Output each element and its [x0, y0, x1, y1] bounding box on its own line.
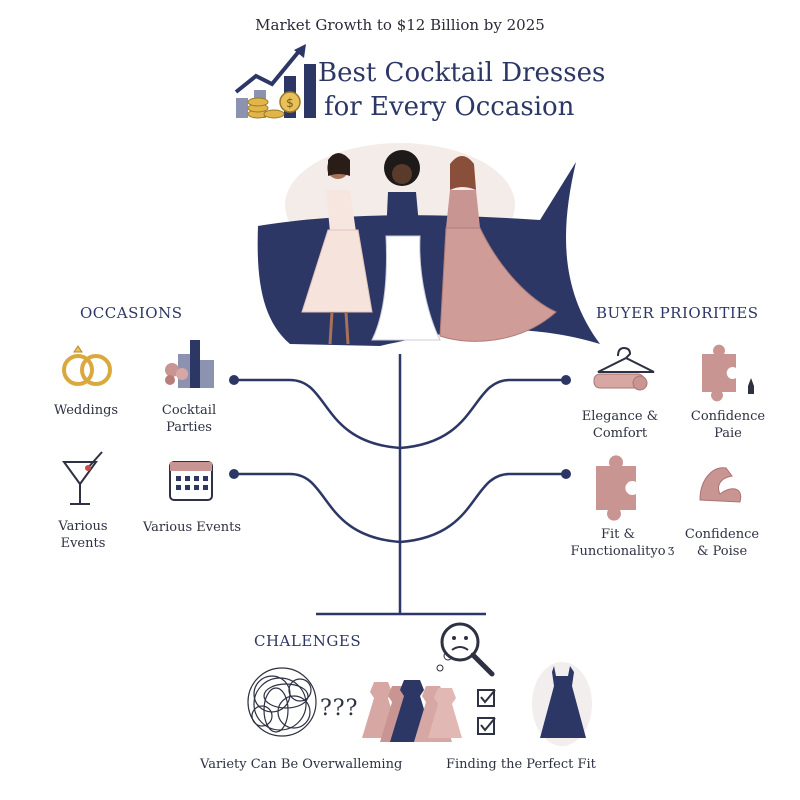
model-figure-left — [301, 153, 373, 345]
connector-dot — [229, 469, 239, 479]
challenges-heading: CHALENGES — [254, 632, 362, 650]
rings-icon — [62, 345, 112, 386]
occasion-label-various-events: Various Events — [40, 518, 126, 552]
priority-label-elegance-comfort: Elegance & Comfort — [578, 408, 662, 442]
label-line: Functionalityo — [570, 544, 666, 559]
label-line: Confidence — [690, 409, 766, 424]
martini-icon — [62, 451, 103, 505]
hero-illustration — [257, 143, 600, 346]
label-line: Fit & — [600, 527, 636, 542]
priority-label-confidence-poise: Confidence & Poise — [680, 526, 764, 560]
occasion-label-weddings: Weddings — [53, 403, 119, 418]
question-marks: ??? — [320, 696, 359, 721]
challenge-label-variety: Variety Can Be Overwalleming — [200, 757, 403, 772]
hanger-tape-icon — [593, 346, 655, 391]
connector-dot — [561, 469, 571, 479]
priority-label-fit-functionality: Fit & Functionalityo — [568, 526, 668, 560]
occasion-label-cocktail-parties: Cocktail Parties — [144, 402, 234, 436]
priority-label-confidence-paie: Confidence Paie — [686, 408, 770, 442]
label-line: Comfort — [592, 426, 648, 441]
subtitle: Market Growth to $12 Billion by 2025 — [255, 16, 545, 34]
title-line-1: Best Cocktail Dresses — [318, 58, 606, 88]
tangle-icon — [247, 667, 317, 737]
puzzle-icon — [596, 455, 636, 521]
label-line: Confidence — [684, 527, 760, 542]
magnifier-sad-icon — [440, 622, 495, 677]
calendar-icon — [169, 461, 213, 501]
model-figure-center — [371, 150, 441, 341]
label-line: Elegance & — [581, 409, 659, 424]
growth-chart-icon: $ — [234, 44, 316, 119]
tree-connectors — [234, 354, 566, 616]
connector-dot — [561, 375, 571, 385]
challenge-label-perfect-fit: Finding the Perfect Fit — [446, 757, 596, 772]
puzzle-icon — [702, 344, 754, 402]
label-line: & Poise — [696, 544, 748, 559]
city-flowers-icon — [165, 340, 214, 388]
label-line: Events — [60, 536, 106, 551]
label-line: Various — [58, 519, 108, 534]
occasion-label-various-events-2: Various Events — [142, 520, 242, 535]
label-line: Parties — [166, 420, 212, 435]
label-line: Cocktail — [161, 403, 217, 418]
stray-glyph: Ʒ — [668, 545, 675, 558]
dress-rack-icon — [362, 680, 462, 742]
page-title: Best Cocktail Dresses for Every Occasion — [318, 56, 605, 124]
navy-dress-icon — [532, 662, 592, 746]
occasions-heading: OCCASIONS — [80, 304, 183, 322]
label-line: Paie — [714, 426, 742, 441]
buyer-priorities-heading: BUYER PRIORITIES — [596, 304, 759, 322]
model-figure-right — [439, 156, 557, 342]
title-line-2: for Every Occasion — [324, 92, 575, 122]
connector-dot — [229, 375, 239, 385]
checklist-icon — [477, 689, 496, 735]
flexed-arm-icon — [699, 467, 742, 503]
svg-text:$: $ — [286, 96, 294, 110]
